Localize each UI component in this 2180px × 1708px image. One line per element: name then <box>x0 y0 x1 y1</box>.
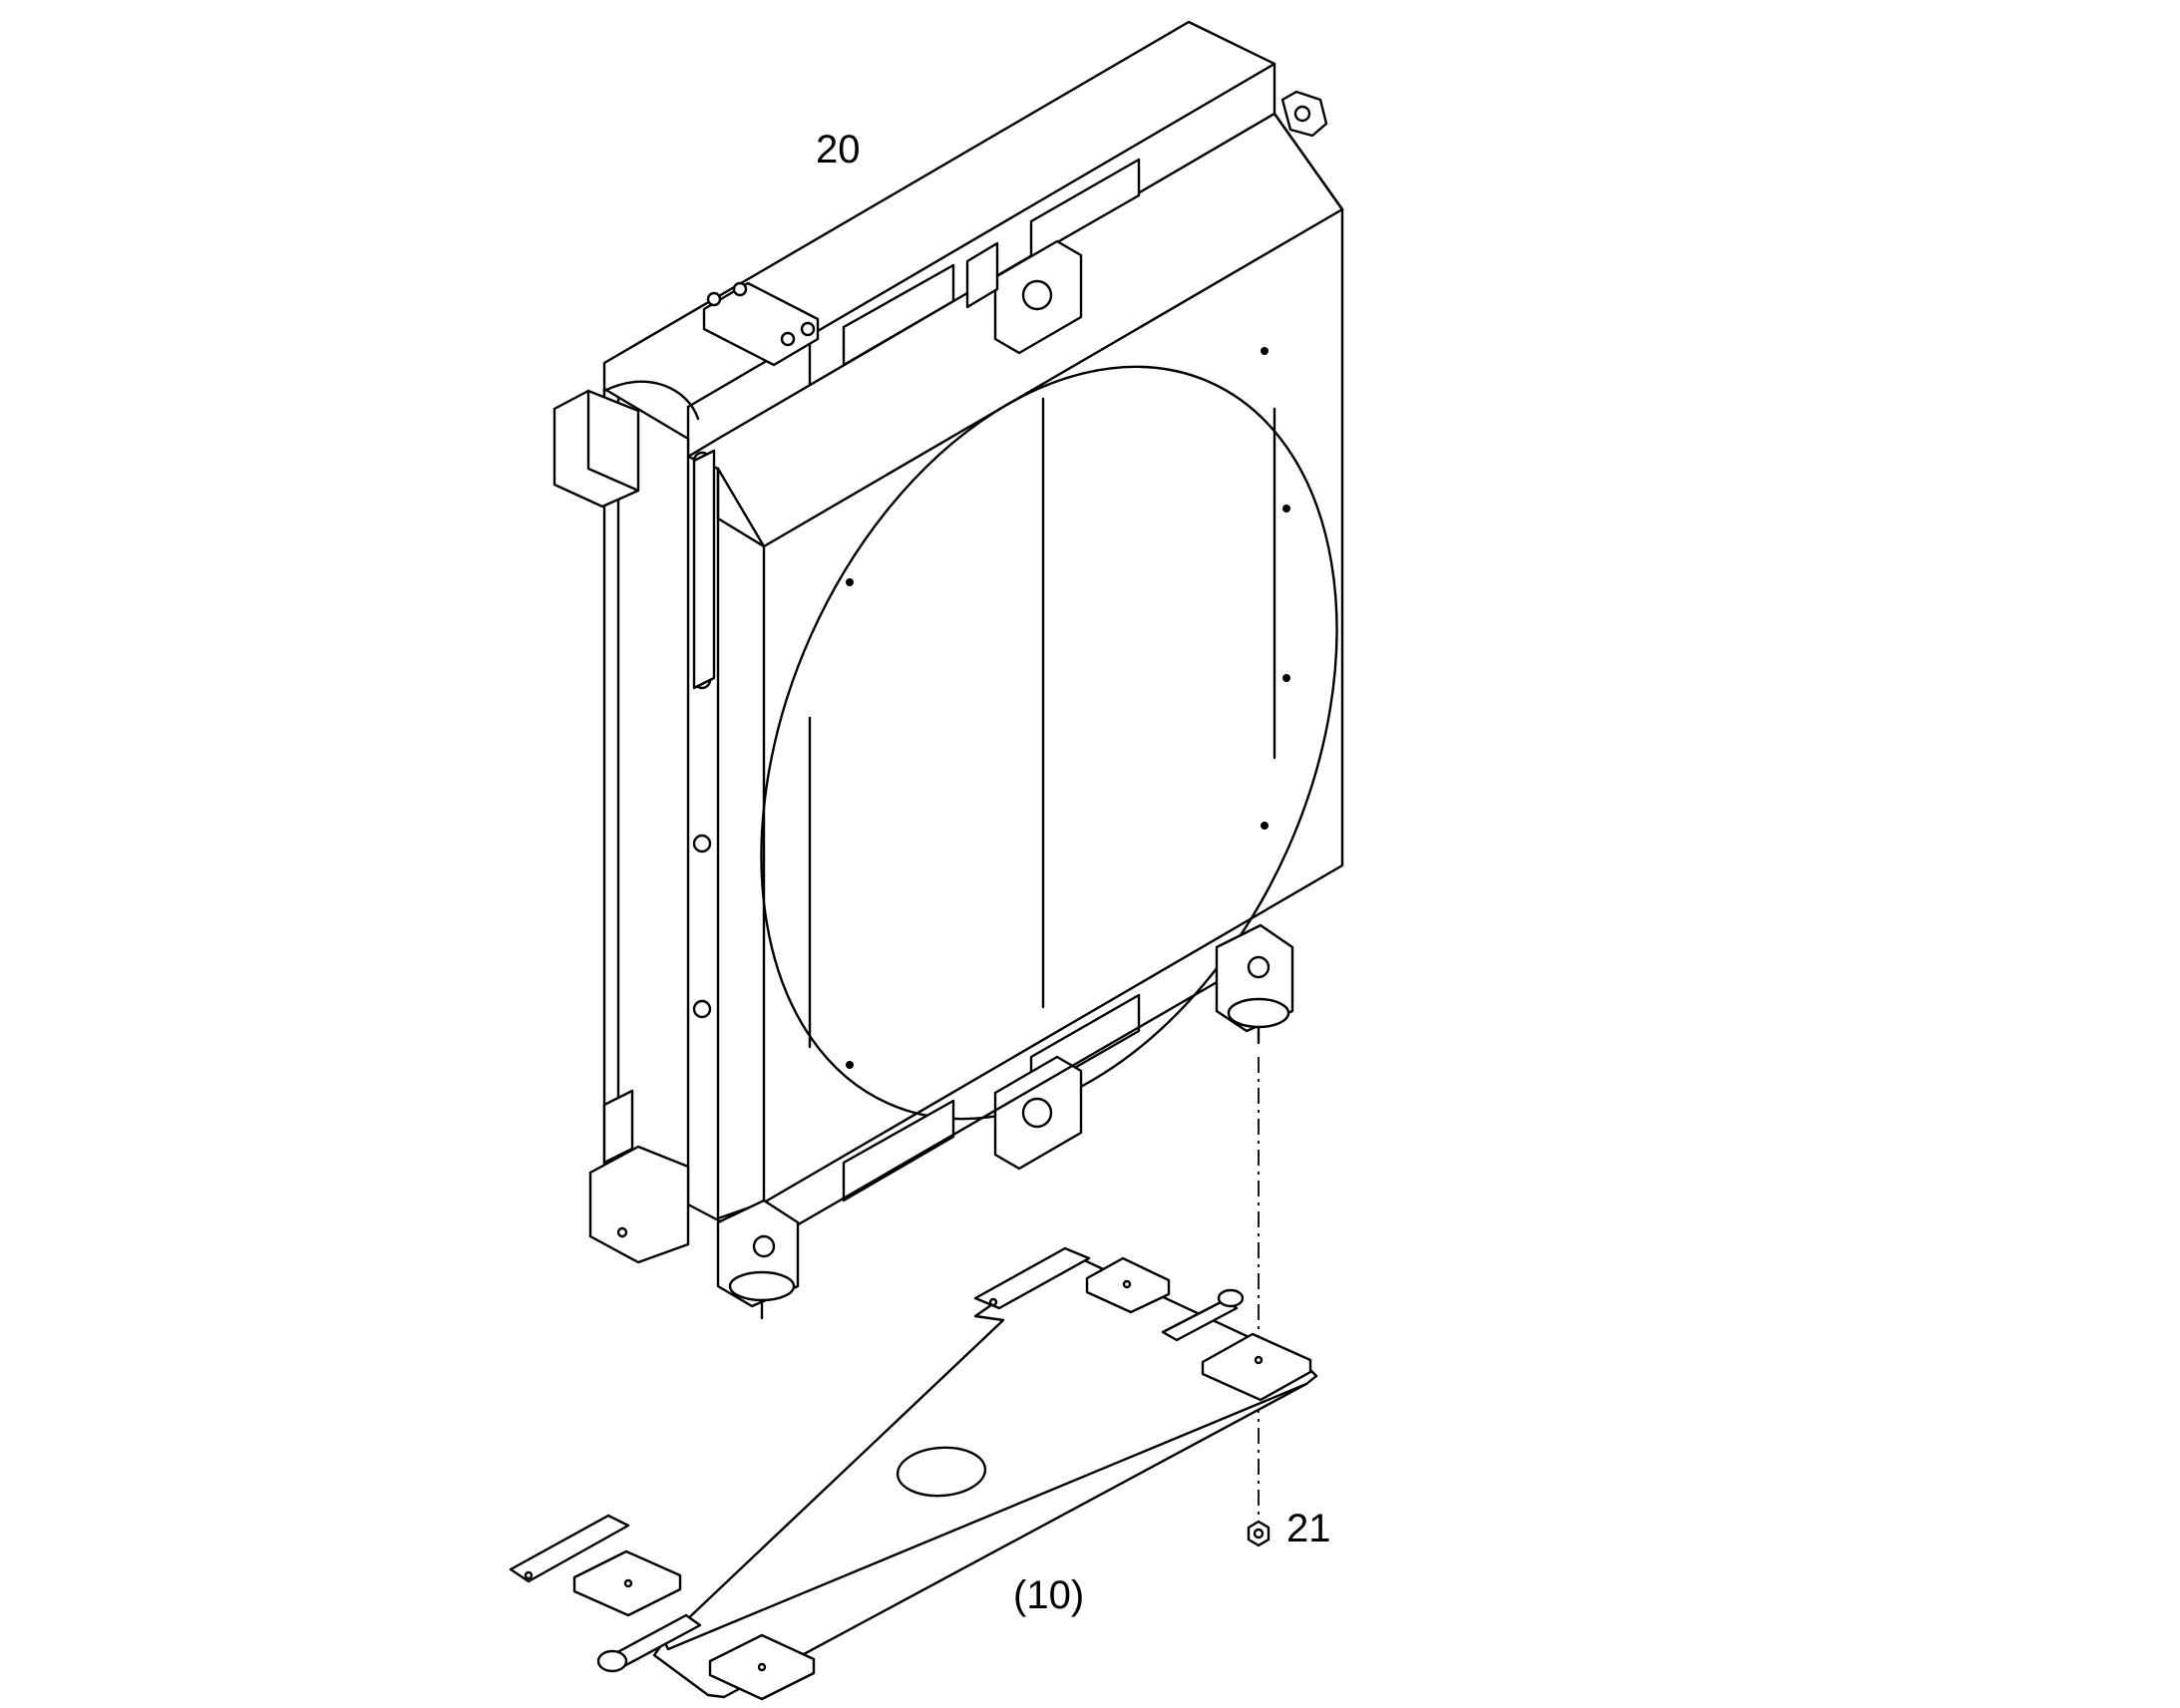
top-lifting-ear <box>1280 90 1328 138</box>
plate-center-hole <box>896 1446 987 1498</box>
upper-bracket-right <box>1029 158 1141 259</box>
callout-radiator-assembly: 20 <box>816 128 861 171</box>
fan-ring <box>760 365 1338 1121</box>
left-strap <box>692 449 716 690</box>
bottom-left-filler <box>588 1145 690 1264</box>
plate-pad-left <box>572 1549 682 1617</box>
radiator-assembly <box>552 20 1344 1320</box>
left-filler-cap <box>552 389 640 509</box>
callout-nut: 21 <box>1286 1507 1331 1550</box>
upper-bracket-left <box>842 263 955 367</box>
plate-pad-bottom <box>708 1633 816 1701</box>
plate-pad-top <box>1085 1256 1171 1314</box>
left-side-tank <box>602 387 690 1206</box>
lower-bracket-left <box>842 1099 955 1202</box>
plate-pin-top <box>1161 1298 1239 1342</box>
nut <box>1247 1520 1271 1547</box>
callout-base-plate: (10) <box>1013 1573 1085 1617</box>
plate-pad-right <box>1201 1332 1312 1402</box>
base-plate <box>509 1246 1318 1701</box>
